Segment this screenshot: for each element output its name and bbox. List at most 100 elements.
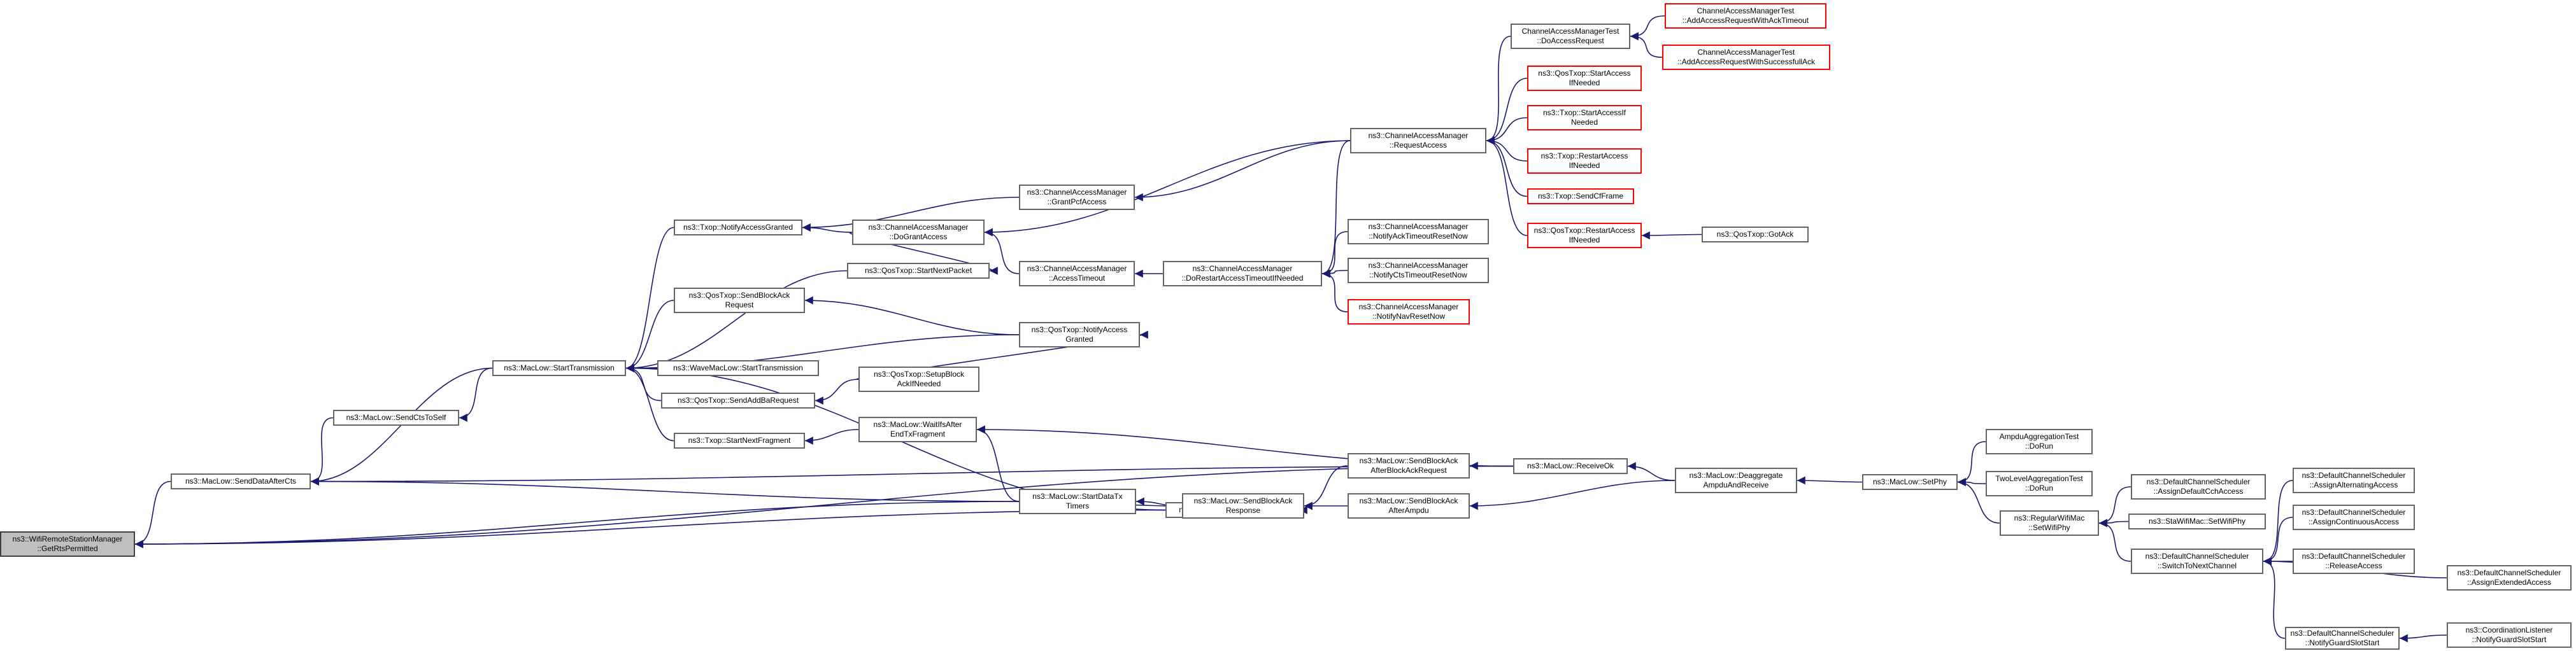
node-catmackto[interactable]: ChannelAccessManagerTest::AddAccessReque… xyxy=(1665,3,1826,29)
node-label-line: ::AccessTimeout xyxy=(1048,274,1106,283)
node-label-line: ::NotifyCtsTimeoutResetNow xyxy=(1369,270,1467,279)
node-label-line: ::NotifyAckTimeoutResetNow xyxy=(1369,232,1468,241)
node-label-line: ns3::ChannelAccessManager xyxy=(868,223,969,232)
node-label-line: AmpduAggregationTest xyxy=(1999,432,2079,441)
edge-deaggregate-to-receiveok xyxy=(1627,462,1676,481)
node-label-line: ns3::MacLow::SendDataAfterCts xyxy=(185,477,297,486)
node-grantpcfaccess[interactable]: ns3::ChannelAccessManager::GrantPcfAcces… xyxy=(1019,185,1135,210)
node-receiveok[interactable]: ns3::MacLow::ReceiveOk xyxy=(1513,458,1628,474)
node-label-line: ns3::MacLow::WaitIfsAfter xyxy=(873,420,962,429)
node-label-line: ns3::QosTxop::StartAccess xyxy=(1538,69,1631,78)
node-txopsendcf[interactable]: ns3::Txop::SendCfFrame xyxy=(1527,188,1634,204)
edge-waitifsafter-to-txopstartnextfrag xyxy=(804,429,859,445)
edge-catmsuccess-to-catmdoaccess xyxy=(1630,32,1663,58)
node-label-line: ns3::MacLow::SendCtsToSelf xyxy=(346,413,446,422)
node-notifyguardslot[interactable]: ns3::DefaultChannelScheduler::NotifyGuar… xyxy=(2285,627,2400,650)
edge-switchtonext-to-regularsetwifiphy xyxy=(2098,519,2131,562)
node-label-line: ::DoAccessRequest xyxy=(1537,36,1604,45)
edge-notifyguardslot-to-switchtonext xyxy=(2263,557,2286,639)
node-label-line: ns3::StaWifiMac::SetWifiPhy xyxy=(2148,517,2246,526)
node-label-line: ns3::QosTxop::SendBlockAck xyxy=(688,291,790,300)
node-label-line: ns3::ChannelAccessManager xyxy=(1368,222,1469,231)
node-qosstartnextpacket[interactable]: ns3::QosTxop::StartNextPacket xyxy=(847,263,990,279)
node-dorestartaccess[interactable]: ns3::ChannelAccessManager::DoRestartAcce… xyxy=(1163,261,1322,286)
node-dograntaccess[interactable]: ns3::ChannelAccessManager::DoGrantAccess xyxy=(852,220,985,245)
node-stasetwifiphy[interactable]: ns3::StaWifiMac::SetWifiPhy xyxy=(2128,514,2266,529)
edge-startdatatxtimers-to-senddataafterrts xyxy=(310,477,1020,502)
node-assignalternating[interactable]: ns3::DefaultChannelScheduler::AssignAlte… xyxy=(2293,468,2415,493)
edge-senddataafterrts-to-getrts xyxy=(134,480,171,549)
edge-starttransmission-to-sendctstoself xyxy=(459,367,493,422)
node-coordlistener[interactable]: ns3::CoordinationListener::NotifyGuardSl… xyxy=(2447,622,2572,648)
node-qossendaddba[interactable]: ns3::QosTxop::SendAddBaRequest xyxy=(661,393,815,409)
node-label-line: Timers xyxy=(1065,501,1090,510)
node-label-line: ns3::MacLow::ReceiveOk xyxy=(1526,461,1614,470)
node-notifyaccessgranted[interactable]: ns3::Txop::NotifyAccessGranted xyxy=(674,220,802,235)
node-label-line: ns3::Txop::NotifyAccessGranted xyxy=(683,223,793,232)
node-label-line: IfNeeded xyxy=(1569,78,1600,87)
node-label-line: ns3::WaveMacLow::StartTransmission xyxy=(673,363,803,372)
node-requestaccess[interactable]: ns3::ChannelAccessManager::RequestAccess xyxy=(1350,128,1486,153)
node-notifyctsreset[interactable]: ns3::ChannelAccessManager::NotifyCtsTime… xyxy=(1348,258,1489,283)
node-senddataafterrts[interactable]: ns3::MacLow::SendDataAfterCts xyxy=(171,473,311,489)
node-notifynavreset[interactable]: ns3::ChannelAccessManager::NotifyNavRese… xyxy=(1348,299,1470,325)
node-assignextended[interactable]: ns3::DefaultChannelScheduler::AssignExte… xyxy=(2447,565,2572,591)
node-label-line: ChannelAccessManagerTest xyxy=(1697,48,1795,57)
node-catmdoaccess[interactable]: ChannelAccessManagerTest::DoAccessReques… xyxy=(1511,24,1630,49)
node-label-line: ns3::MacLow::StartDataTx xyxy=(1032,492,1123,501)
node-switchtonext[interactable]: ns3::DefaultChannelScheduler::SwitchToNe… xyxy=(2131,549,2263,574)
node-label-line: Request xyxy=(725,300,754,309)
node-label-line: EndTxFragment xyxy=(890,430,946,438)
node-label-line: ChannelAccessManagerTest xyxy=(1697,6,1795,15)
node-assigncontinuous[interactable]: ns3::DefaultChannelScheduler::AssignCont… xyxy=(2293,505,2415,530)
node-label-line: ns3::MacLow::SendBlockAck xyxy=(1193,496,1293,505)
edge-catmackto-to-catmdoaccess xyxy=(1630,15,1665,41)
node-label-line: ::AssignExtendedAccess xyxy=(2466,578,2552,587)
node-ampdutest[interactable]: AmpduAggregationTest::DoRun xyxy=(1986,429,2093,454)
node-sendctstoself[interactable]: ns3::MacLow::SendCtsToSelf xyxy=(333,410,459,426)
edge-assignalternating-to-switchtonext xyxy=(2263,480,2293,566)
edge-requestaccess-to-dorestartaccess xyxy=(1321,140,1351,278)
node-label-line: ns3::DefaultChannelScheduler xyxy=(2302,471,2406,480)
node-label-line: ns3::CoordinationListener xyxy=(2465,626,2553,634)
edge-catmdoaccess-to-requestaccess xyxy=(1486,36,1511,145)
edge-qosstartaccess-to-requestaccess xyxy=(1486,78,1528,145)
edge-qosstartnextpacket-to-starttransmission xyxy=(625,270,848,372)
node-catmsuccess[interactable]: ChannelAccessManagerTest::AddAccessReque… xyxy=(1662,45,1830,70)
node-starttransmission[interactable]: ns3::MacLow::StartTransmission xyxy=(492,360,626,376)
node-accesstimeout[interactable]: ns3::ChannelAccessManager::AccessTimeout xyxy=(1019,261,1135,286)
node-notifyackreset[interactable]: ns3::ChannelAccessManager::NotifyAckTime… xyxy=(1348,219,1489,244)
node-twoleveltest[interactable]: TwoLevelAggregationTest::DoRun xyxy=(1986,471,2093,496)
node-label-line: ::AssignContinuousAccess xyxy=(2308,517,2400,526)
node-regularsetwifiphy[interactable]: ns3::RegularWifiMac::SetWifiPhy xyxy=(2000,510,2099,536)
edge-requestaccess-to-grantpcfaccess xyxy=(1134,140,1351,202)
node-setphy[interactable]: ns3::MacLow::SetPhy xyxy=(1862,474,1958,490)
node-label-line: ns3::QosTxop::SendAddBaRequest xyxy=(677,396,799,405)
edge-receiveok-to-senddataafterrts xyxy=(310,465,1514,486)
node-wavestarttx[interactable]: ns3::WaveMacLow::StartTransmission xyxy=(657,360,819,376)
node-txopstartnextfrag[interactable]: ns3::Txop::StartNextFragment xyxy=(674,433,805,449)
edge-coordlistener-to-notifyguardslot xyxy=(2399,634,2447,643)
node-label-line: IfNeeded xyxy=(1569,161,1600,170)
node-label-line: ns3::ChannelAccessManager xyxy=(1027,264,1127,273)
node-label-line: ns3::ChannelAccessManager xyxy=(1368,131,1469,140)
node-label-line: ns3::ChannelAccessManager xyxy=(1358,302,1459,311)
node-assigndefaultcch[interactable]: ns3::DefaultChannelScheduler::AssignDefa… xyxy=(2131,474,2266,500)
node-releaseaccess[interactable]: ns3::DefaultChannelScheduler::ReleaseAcc… xyxy=(2293,549,2415,574)
node-label-line: Needed xyxy=(1570,118,1598,127)
node-qosgotack[interactable]: ns3::QosTxop::GotAck xyxy=(1702,227,1809,242)
node-label-line: TwoLevelAggregationTest xyxy=(1995,474,2083,483)
